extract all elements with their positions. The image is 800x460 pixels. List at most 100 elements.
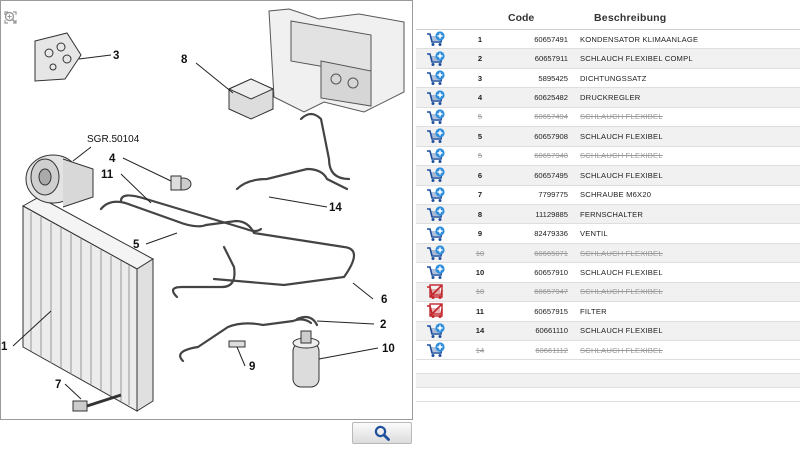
add-to-cart-button[interactable] [416, 31, 456, 47]
callout-1[interactable]: 1 [1, 341, 8, 353]
add-to-cart-button[interactable] [416, 225, 456, 242]
add-to-cart-button[interactable] [416, 167, 456, 183]
add-to-cart-button[interactable] [416, 206, 456, 222]
add-to-cart-button[interactable] [416, 148, 456, 164]
part-code[interactable]: 11129885 [535, 209, 568, 219]
add-to-cart-button[interactable] [416, 303, 456, 319]
condenser-part [21, 196, 154, 412]
cart-plus-icon [427, 323, 445, 338]
add-to-cart-button[interactable] [416, 342, 456, 358]
callout-10[interactable]: 11 [101, 169, 114, 181]
add-to-cart-button[interactable] [416, 109, 456, 125]
position-number: 14 [475, 345, 485, 355]
callout-leaders [12, 54, 379, 400]
part-code[interactable]: 60657947 [534, 287, 568, 297]
part-code[interactable]: 60625482 [534, 93, 568, 103]
cart-plus-icon [427, 206, 445, 222]
add-to-cart-button[interactable] [416, 70, 456, 86]
cart-plus-icon [427, 51, 445, 66]
part-code[interactable]: 60657908 [534, 131, 568, 141]
part-code[interactable]: 60657910 [534, 267, 568, 277]
table-row[interactable]: 5 60657908 SCHLAUCH FLEXIBEL [416, 127, 800, 147]
table-row[interactable]: 2 60657911 SCHLAUCH FLEXIBEL COMPL [416, 49, 800, 69]
part-code[interactable]: 60657495 [534, 170, 568, 180]
header-description[interactable]: Beschreibung [594, 11, 667, 24]
table-row[interactable]: 10 60665071 SCHLAUCH FLEXIBEL [416, 243, 800, 264]
part-code[interactable]: 60657948 [534, 151, 568, 161]
table-row[interactable]: 7 7799775 SCHRAUBE M6X20 [416, 186, 800, 205]
table-row[interactable]: 5 60657948 SCHLAUCH FLEXIBEL [416, 147, 800, 167]
filter-part [292, 330, 320, 388]
part-code[interactable]: 5895425 [538, 73, 568, 83]
search-button[interactable] [352, 422, 412, 444]
position-number: 4 [477, 93, 483, 103]
table-row-empty [416, 360, 800, 375]
header-code[interactable]: Code [508, 11, 535, 24]
position-number: 5 [477, 112, 483, 122]
table-row[interactable]: 10 60657947 SCHLAUCH FLEXIBEL [416, 282, 800, 303]
part-description: SCHRAUBE M6X20 [580, 190, 652, 200]
table-row[interactable]: 3 5895425 DICHTUNGSSATZ [416, 69, 800, 89]
callout-5[interactable]: 5 [133, 239, 140, 251]
part-description: DICHTUNGSSATZ [580, 73, 647, 83]
table-row[interactable]: 10 60657910 SCHLAUCH FLEXIBEL [416, 263, 800, 283]
position-number: 14 [475, 326, 485, 336]
part-code[interactable]: 7799775 [538, 190, 568, 200]
part-description: DRUCKREGLER [580, 93, 641, 103]
callout-2[interactable]: 2 [380, 319, 386, 331]
part-code[interactable]: 60665071 [534, 248, 568, 258]
cart-plus-icon [427, 187, 445, 202]
add-to-cart-button[interactable] [416, 128, 456, 144]
add-to-cart-button[interactable] [416, 323, 456, 339]
part-code[interactable]: 60657911 [534, 54, 568, 64]
add-to-cart-button[interactable] [416, 284, 456, 300]
table-row[interactable]: 1 60657491 KONDENSATOR KLIMAANLAGE [416, 30, 800, 50]
table-row[interactable]: 11 60657915 FILTER [416, 302, 800, 322]
table-row[interactable]: 14 60661112 SCHLAUCH FLEXIBEL [416, 341, 800, 361]
table-row[interactable]: 5 60657494 SCHLAUCH FLEXIBEL [416, 108, 800, 128]
cart-plus-icon [427, 89, 445, 105]
part-description: SCHLAUCH FLEXIBEL COMPL [580, 54, 693, 64]
part-description: SCHLAUCH FLEXIBEL [580, 151, 663, 161]
table-row-empty [416, 374, 800, 389]
part-description: FERNSCHALTER [580, 209, 644, 219]
position-number: 9 [477, 229, 483, 239]
add-to-cart-button[interactable] [416, 245, 456, 261]
callout-11[interactable]: 10 [382, 343, 395, 355]
add-to-cart-button[interactable] [416, 264, 456, 280]
cart-plus-icon [427, 31, 445, 47]
part-code[interactable]: 60657494 [534, 112, 568, 122]
callout-14[interactable]: 14 [329, 202, 342, 214]
add-to-cart-button[interactable] [416, 187, 456, 203]
part-code[interactable]: 60657915 [534, 306, 568, 316]
table-row[interactable]: 8 11129885 FERNSCHALTER [416, 204, 800, 225]
table-row[interactable]: 9 82479336 VENTIL [416, 224, 800, 244]
callout-3[interactable]: 3 [113, 50, 119, 62]
callout-8[interactable]: 8 [181, 54, 188, 66]
cart-plus-icon [427, 148, 445, 163]
zoom-out-icon[interactable] [4, 11, 17, 24]
fit-screen-icon[interactable] [4, 11, 17, 24]
part-code[interactable]: 60661112 [535, 345, 568, 355]
table-row[interactable]: 4 60625482 DRUCKREGLER [416, 88, 800, 108]
table-row[interactable]: 14 60661110 SCHLAUCH FLEXIBEL [416, 321, 800, 341]
callout-6[interactable]: 6 [381, 294, 387, 306]
exploded-diagram[interactable]: 3 8 4 11 5 14 6 2 10 9 7 1 SGR.50104 [0, 0, 413, 420]
add-to-cart-button[interactable] [416, 89, 456, 106]
part-description: KONDENSATOR KLIMAANLAGE [580, 34, 699, 44]
add-to-cart-button[interactable] [416, 51, 456, 67]
callout-4[interactable]: 4 [109, 153, 116, 165]
callout-9[interactable]: 9 [249, 361, 255, 373]
parts-table: Code Beschreibung 1 60657491 KONDENSATOR… [416, 6, 800, 403]
table-row[interactable]: 6 60657495 SCHLAUCH FLEXIBEL [416, 166, 800, 186]
callout-7[interactable]: 7 [55, 379, 61, 391]
position-number: 10 [475, 287, 485, 297]
part-description: SCHLAUCH FLEXIBEL [580, 131, 663, 141]
part-description: SCHLAUCH FLEXIBEL [580, 326, 663, 336]
gasket-set-part [34, 32, 82, 82]
part-code[interactable]: 60657491 [534, 34, 568, 44]
part-description: SCHLAUCH FLEXIBEL [580, 248, 663, 258]
part-code[interactable]: 60661110 [535, 326, 568, 336]
parts-table-header: Code Beschreibung [416, 6, 800, 30]
part-code[interactable]: 82479336 [534, 229, 568, 239]
